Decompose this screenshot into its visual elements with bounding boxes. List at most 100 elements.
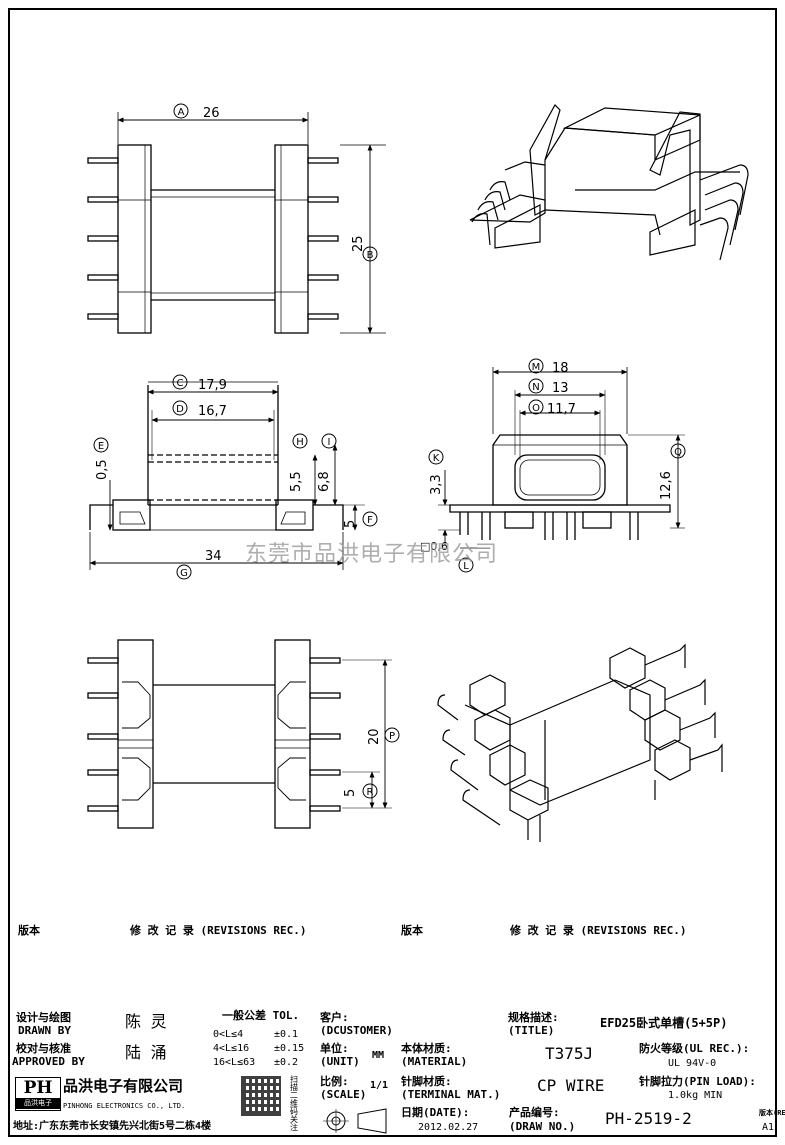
tolerance-value-2: ±0.15 [274, 1043, 305, 1054]
designed-label-cn: 设计与绘图 [16, 1011, 71, 1024]
tolerance-value-1: ±0.1 [274, 1029, 299, 1040]
svg-text:B: B [367, 250, 374, 261]
drawno-label-en: (DRAW NO.) [509, 1120, 576, 1133]
dim-K: K 3,3 [428, 449, 444, 495]
material-value: T375J [545, 1044, 594, 1063]
svg-text:N: N [532, 382, 539, 393]
material-label-cn: 本体材质: [401, 1042, 452, 1055]
svg-text:5,5: 5,5 [289, 471, 304, 492]
svg-text:K: K [433, 453, 440, 464]
rev-label: 版本(REV): [759, 1109, 785, 1117]
scale-value: 1/1 [370, 1080, 389, 1091]
dim-Q: Q 12,6 [659, 443, 686, 500]
tolerance-value-3: ±0.2 [274, 1057, 299, 1068]
scale-label-cn: 比例: [320, 1075, 349, 1088]
svg-text:A: A [178, 107, 185, 118]
dim-R: 5 R [343, 783, 378, 799]
bottom-view [87, 639, 392, 829]
svg-text:P: P [389, 731, 395, 742]
company-logo-sub: 品洪电子 [16, 1098, 60, 1109]
svg-text:E: E [98, 441, 104, 452]
customer-label-cn: 客户: [320, 1011, 349, 1024]
iso-view-bottom [437, 643, 723, 842]
svg-text:C: C [177, 378, 184, 389]
rev-value: A1 [762, 1122, 775, 1133]
company-name-en: PINHONG ELECTRONICS CO., LTD. [63, 1102, 186, 1110]
terminal-label-cn: 针脚材质: [401, 1075, 452, 1088]
dim-N: N 13 [528, 378, 569, 396]
title-label-cn: 规格描述: [508, 1011, 559, 1024]
svg-text:L: L [463, 561, 469, 572]
svg-text:26: 26 [203, 106, 220, 121]
pins-left [87, 157, 119, 320]
svg-text:6,8: 6,8 [317, 471, 332, 492]
dim-F: 5 F [343, 511, 378, 528]
approved-label-en: APPROVED BY [12, 1055, 85, 1068]
dim-D: D 16,7 [172, 400, 227, 419]
svg-text:G: G [180, 568, 188, 579]
tolerance-range-2: 4<L≤16 [213, 1043, 250, 1054]
drawing-frame [8, 8, 777, 1137]
svg-text:12,6: 12,6 [659, 471, 674, 500]
watermark: 东莞市品洪电子有限公司 [245, 542, 499, 567]
pinload-label: 针脚拉力(PIN LOAD): [639, 1075, 756, 1088]
dim-G: 34 G [176, 549, 222, 580]
svg-text:16,7: 16,7 [198, 404, 227, 419]
svg-text:17,9: 17,9 [198, 378, 227, 393]
svg-text:D: D [176, 404, 184, 415]
terminal-label-en: (TERMINAL MAT.) [401, 1088, 501, 1101]
svg-text:0,5: 0,5 [95, 459, 110, 480]
iso-view-top [469, 104, 749, 261]
svg-text:H: H [296, 437, 304, 448]
side-view [89, 381, 365, 570]
qr-caption: 扫描二维码关注 [290, 1075, 298, 1132]
tolerance-title: 一般公差 TOL. [222, 1009, 300, 1022]
scale-label-en: (SCALE) [320, 1088, 367, 1101]
svg-text:34: 34 [205, 549, 222, 564]
company-logo-letters: PH [23, 1078, 53, 1098]
dim-O: O 11,7 [528, 399, 576, 417]
svg-text:13: 13 [552, 381, 569, 396]
tolerance-range-3: 16<L≤63 [213, 1057, 256, 1068]
fire-label: 防火等级(UL REC.): [639, 1042, 750, 1055]
dim-H: H 5,5 [289, 433, 308, 492]
pinload-value: 1.0kg MIN [668, 1090, 723, 1101]
rev-col-record-left: 修 改 记 录 (REVISIONS REC.) [130, 924, 307, 937]
svg-text:3,3: 3,3 [429, 474, 444, 495]
fire-value: UL 94V-0 [668, 1058, 717, 1069]
dim-A: A 26 [173, 103, 220, 121]
unit-label-en: (UNIT) [320, 1055, 360, 1068]
material-label-en: (MATERIAL) [401, 1055, 468, 1068]
dim-E: E 0,5 [93, 437, 110, 480]
company-name-cn: 品洪电子有限公司 [63, 1077, 184, 1095]
drawno-label-cn: 产品编号: [509, 1106, 560, 1119]
drawing-canvas: A 26 25 B [87, 103, 749, 842]
svg-text:25: 25 [351, 235, 366, 252]
svg-text:5: 5 [343, 520, 358, 528]
projection-symbol-icon [323, 1108, 387, 1134]
svg-text:O: O [532, 403, 540, 414]
svg-text:Q: Q [674, 447, 682, 458]
svg-text:M: M [532, 362, 541, 373]
dim-L: □0,6 L [420, 540, 474, 573]
title-label-en: (TITLE) [508, 1024, 555, 1037]
customer-label-en: (DCUSTOMER) [320, 1024, 393, 1037]
designed-value: 陈 灵 [125, 1012, 167, 1031]
rev-col-record-right: 修 改 记 录 (REVISIONS REC.) [510, 924, 687, 937]
drawno-value: PH-2519-2 [605, 1109, 692, 1128]
unit-value: MM [372, 1050, 385, 1061]
designed-label-en: DRAWN BY [18, 1024, 71, 1037]
dim-C: C 17,9 [172, 374, 227, 393]
pins-right [307, 157, 339, 320]
top-view [87, 112, 386, 334]
unit-label-cn: 单位: [320, 1042, 349, 1055]
qr-code-icon [241, 1076, 281, 1116]
approved-label-cn: 校对与核准 [16, 1042, 71, 1055]
title-value: EFD25卧式单槽(5+5P) [600, 1016, 728, 1030]
svg-text:20: 20 [367, 728, 382, 745]
svg-text:R: R [367, 787, 374, 798]
svg-text:□0,6: □0,6 [420, 540, 448, 553]
date-value: 2012.02.27 [418, 1122, 479, 1133]
svg-text:I: I [328, 437, 331, 448]
date-label: 日期(DATE): [401, 1106, 470, 1119]
